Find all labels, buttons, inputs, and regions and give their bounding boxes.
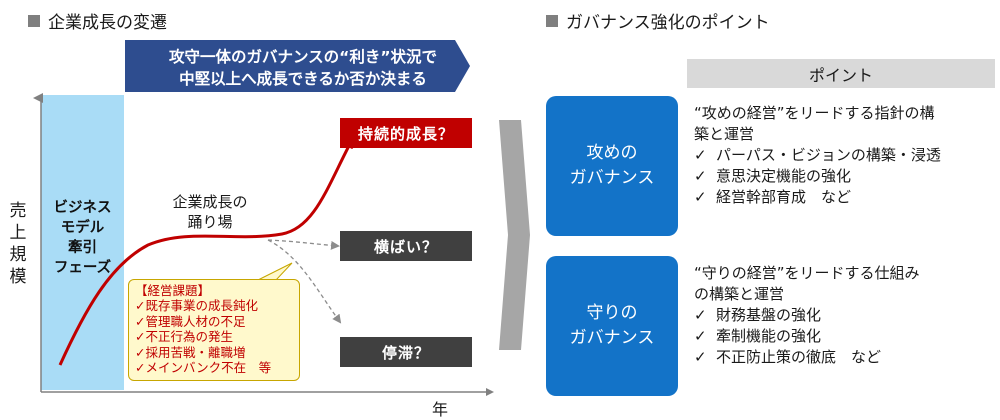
offensive-lead-line-1: “攻めの経営”をリードする指針の構 (694, 104, 935, 122)
banner-arrow (125, 40, 470, 92)
issues-title: 【経営課題】 (135, 283, 211, 298)
square-bullet-icon (546, 14, 558, 27)
offensive-governance-points: “攻めの経営”をリードする指針の構 築と運営 ✓パーパス・ビジョンの構築・浸透 … (694, 103, 994, 208)
business-model-phase-band (41, 95, 124, 390)
check-icon: ✓ (694, 167, 707, 185)
offensive-point-list: ✓パーパス・ビジョンの構築・浸透 ✓意思決定機能の強化 ✓経営幹部育成 など (694, 145, 994, 208)
check-icon: ✓ (694, 348, 707, 366)
check-icon: ✓ (694, 146, 707, 164)
square-bullet-icon (28, 14, 40, 27)
defensive-lead-line-2: の構築と運営 (694, 285, 785, 303)
list-item: ✓意思決定機能の強化 (694, 167, 852, 185)
list-item: ✓パーパス・ビジョンの構築・浸透 (694, 146, 941, 164)
defensive-governance-points: “守りの経営”をリードする仕組み の構築と運営 ✓財務基盤の強化 ✓牽制機能の強… (694, 263, 994, 368)
list-item: ✓牽制機能の強化 (694, 327, 822, 345)
flat-branch-arrow (267, 239, 340, 250)
y-axis-label: 売上規模 (9, 201, 27, 287)
flat-growth-box: 横ばい？ (340, 231, 472, 261)
banner-text: 攻守一体のガバナンスの“利き”状況で 中堅以上へ成長できるか否か決まる (168, 48, 438, 88)
business-model-phase-label: ビジネス モデル 牽引 フェーズ (53, 200, 112, 276)
stagnation-box: 停滞？ (340, 337, 472, 367)
list-item: ✓既存事業の成長鈍化 (135, 298, 258, 313)
right-section-title: ガバナンス強化のポイント (546, 8, 770, 33)
transition-chevron (499, 120, 530, 350)
check-icon: ✓ (694, 188, 707, 206)
defensive-lead-line-1: “守りの経営”をリードする仕組み (694, 264, 920, 282)
offensive-governance-box: 攻めの ガバナンス (546, 96, 678, 236)
list-item: ✓不正防止策の徹底 など (694, 348, 882, 366)
management-issues-callout: 【経営課題】 ✓既存事業の成長鈍化 ✓管理職人材の不足 ✓不正行為の発生 ✓採用… (128, 279, 300, 381)
stagnant-branch-arrow (267, 239, 342, 324)
x-axis-label: 年 (432, 400, 449, 419)
growth-curve (58, 138, 354, 366)
list-item: ✓財務基盤の強化 (694, 306, 822, 324)
defensive-point-list: ✓財務基盤の強化 ✓牽制機能の強化 ✓不正防止策の徹底 など (694, 305, 994, 368)
offensive-lead-line-2: 築と運営 (694, 125, 755, 143)
sustained-growth-box: 持続的成長？ (340, 118, 472, 148)
list-item: ✓採用苦戦・離職増 (135, 344, 246, 360)
list-item: ✓経営幹部育成 など (694, 188, 852, 206)
plateau-label: 企業成長の 踊り場 (172, 193, 248, 231)
check-icon: ✓ (694, 327, 707, 345)
right-section-title-text: ガバナンス強化のポイント (566, 13, 770, 33)
points-header: ポイント (687, 59, 995, 88)
x-axis-arrowhead (486, 388, 494, 396)
left-section-title: 企業成長の変遷 (28, 8, 167, 33)
defensive-governance-box: 守りの ガバナンス (546, 256, 678, 396)
list-item: ✓管理職人材の不足 (135, 313, 246, 329)
issues-callout-pointer (257, 262, 293, 281)
issues-list: ✓既存事業の成長鈍化 ✓管理職人材の不足 ✓不正行為の発生 ✓採用苦戦・離職増 … (135, 298, 299, 376)
left-section-title-text: 企業成長の変遷 (48, 13, 167, 33)
list-item: ✓メインバンク不在 等 (135, 360, 272, 375)
check-icon: ✓ (694, 306, 707, 324)
list-item: ✓不正行為の発生 (135, 329, 233, 344)
